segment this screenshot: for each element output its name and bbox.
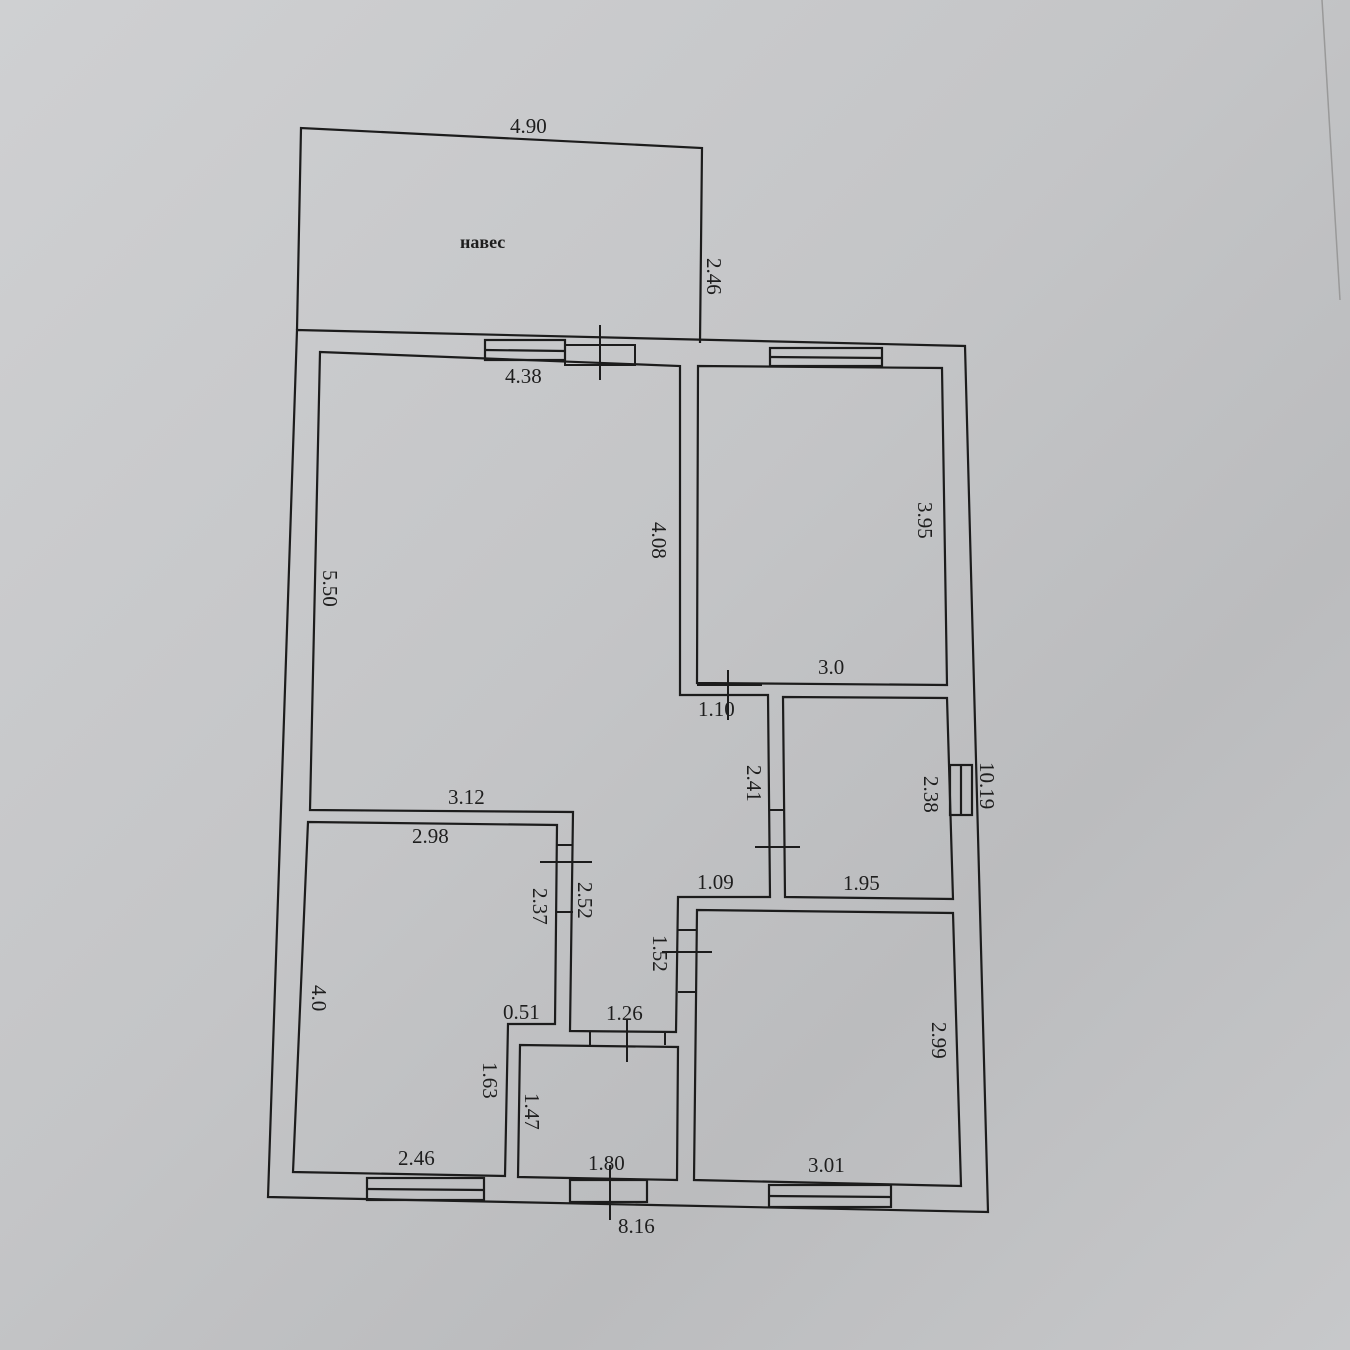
dim-corridor-side: 2.52 — [573, 882, 597, 919]
bedroom-top-right — [695, 364, 949, 687]
doors — [540, 325, 800, 1220]
bedroom-bottom-left — [291, 820, 559, 1178]
dim-hall-lower: 1.52 — [648, 935, 672, 972]
bathroom — [516, 1043, 680, 1182]
dim-bath-height: 1.47 — [520, 1093, 544, 1130]
outer-wall — [266, 328, 990, 1214]
dim-bedroom2-top: 2.98 — [412, 824, 449, 848]
dim-corridor-width: 1.26 — [606, 1001, 643, 1025]
bedroom-bottom-right — [692, 908, 963, 1188]
dim-bedroom2-height: 4.0 — [307, 985, 331, 1011]
canopy-outline — [295, 126, 704, 344]
dim-living-left: 5.50 — [318, 570, 342, 607]
dim-canopy-width: 4.90 — [510, 114, 547, 138]
dim-living-bottom: 3.12 — [448, 785, 485, 809]
dim-bedroom2-bottom: 2.46 — [398, 1146, 435, 1170]
dim-hall-step: 1.09 — [697, 870, 734, 894]
dim-small-room-width: 1.95 — [843, 871, 880, 895]
dim-bedroom2-side: 2.37 — [528, 888, 552, 925]
dim-hall-height: 2.41 — [742, 765, 766, 802]
dim-total-width: 8.16 — [618, 1214, 655, 1238]
dim-bedroom3-width: 3.01 — [808, 1153, 845, 1177]
dim-bedroom1-height: 3.95 — [913, 502, 937, 539]
canopy-label: навес — [460, 232, 505, 252]
living-room — [308, 350, 772, 1034]
windows — [365, 338, 974, 1209]
dim-bedroom2-notch-height: 1.63 — [478, 1062, 502, 1099]
paper-edge — [1321, 0, 1341, 301]
dim-bath-width: 1.80 — [588, 1151, 625, 1175]
dim-living-right: 4.08 — [647, 522, 671, 559]
dim-total-depth: 10.19 — [975, 762, 999, 809]
dim-living-top: 4.38 — [505, 364, 542, 388]
dim-bedroom1-width: 3.0 — [818, 655, 844, 679]
dim-hall-door: 1.10 — [698, 697, 735, 721]
dim-bedroom2-notch: 0.51 — [503, 1000, 540, 1024]
dim-small-room-height: 2.38 — [919, 776, 943, 813]
dim-canopy-depth: 2.46 — [702, 258, 726, 295]
dim-bedroom3-height: 2.99 — [927, 1022, 951, 1059]
small-room — [781, 695, 955, 901]
